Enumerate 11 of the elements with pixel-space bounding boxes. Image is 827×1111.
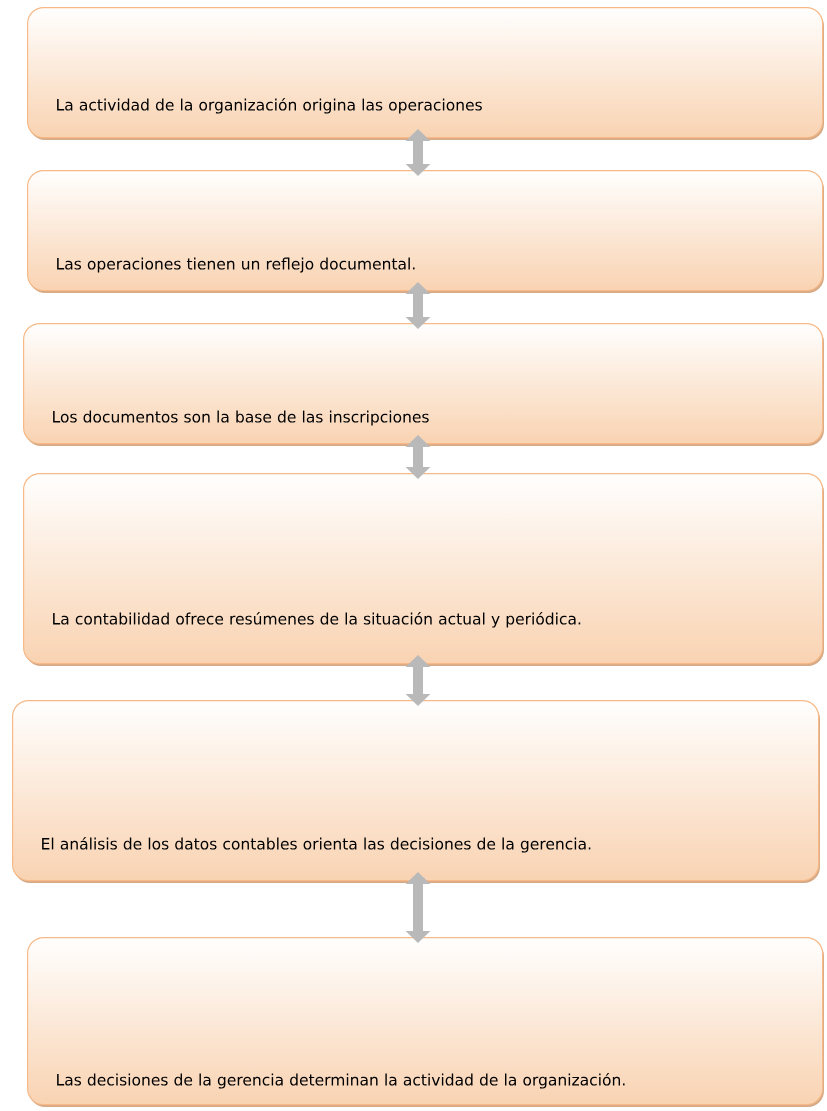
process-box: La contabilidad ofrece resúmenes de la situación actual y periódica. [23,473,824,666]
double-arrow [405,872,431,943]
process-box: Las operaciones tienen un reflejo documental. [27,170,824,293]
double-arrow [405,282,431,329]
double-arrow [405,435,431,479]
double-arrow [405,129,431,176]
process-box: El análisis de los datos contables orienta las decisiones de la gerencia. [12,700,820,883]
process-box: Las decisiones de la gerencia determinan la actividad de la organización. [27,937,824,1107]
double-arrow [405,655,431,706]
process-box: Los documentos son la base de las inscripciones [23,323,824,446]
process-box: La actividad de la organización origina las operaciones [27,7,824,140]
